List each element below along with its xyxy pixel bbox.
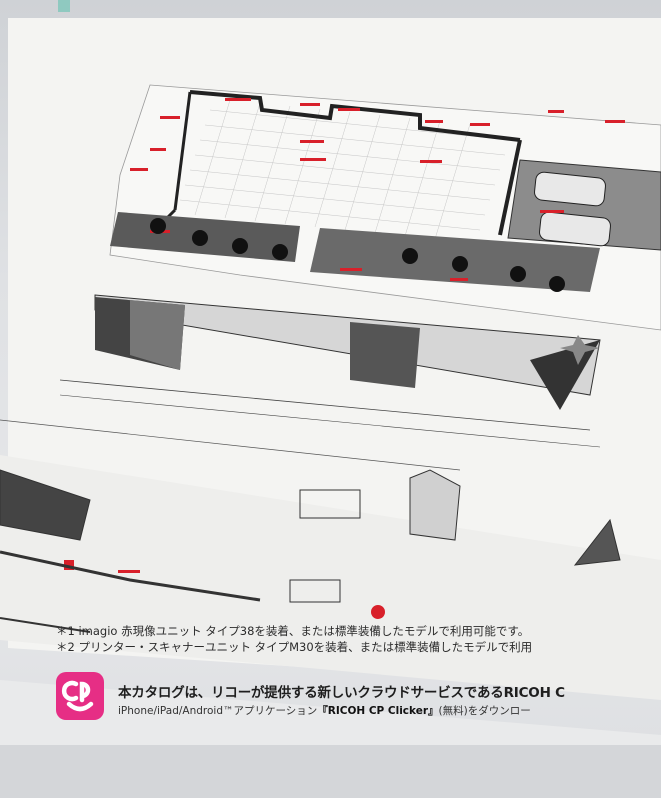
cp-clicker-logo-icon[interactable] xyxy=(56,672,104,720)
footnote-2: ＊2 プリンター・スキャナーユニット タイプM30を装着、または標準装備したモデ… xyxy=(56,640,533,654)
elevation-drawing xyxy=(0,294,601,471)
promo-subtitle: iPhone/iPad/Android™アプリケーション『RICOH CP Cl… xyxy=(118,703,531,718)
bottom-band xyxy=(0,745,661,798)
footnote-1: ＊1 imagio 赤現像ユニット タイプ38を装着、または標準装備したモデルで… xyxy=(56,624,530,638)
promo-app-name: 『RICOH CP Clicker』 xyxy=(317,705,439,717)
planting-symbols xyxy=(150,218,565,292)
paper-sheet-lower xyxy=(0,455,661,700)
compass-star-icon xyxy=(560,335,600,365)
promo-title: 本カタログは、リコーが提供する新しいクラウドサービスであるRICOH C xyxy=(118,685,565,701)
section-sketches xyxy=(0,469,621,633)
promo-sub-prefix: iPhone/iPad/Android™アプリケーション xyxy=(118,705,318,717)
teal-accent-mark xyxy=(58,0,70,12)
footnotes: ＊1 imagio 赤現像ユニット タイプ38を装着、または標準装備したモデルで… xyxy=(56,623,661,655)
promo-sub-suffix: (無料)をダウンロー xyxy=(438,705,531,717)
red-annotations xyxy=(64,98,625,619)
cp-clicker-promo: 本カタログは、リコーが提供する新しいクラウドサービスであるRICOH C iPh… xyxy=(56,672,661,722)
